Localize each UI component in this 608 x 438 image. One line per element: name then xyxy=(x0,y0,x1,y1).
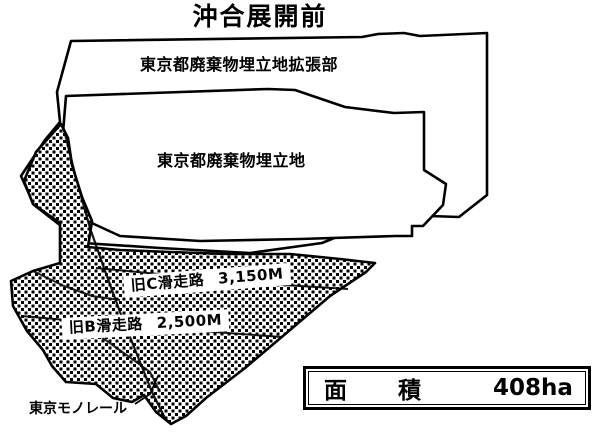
runway-c-name: 旧C滑走路 xyxy=(130,270,205,295)
spacer xyxy=(143,328,157,329)
monorail-leader-line xyxy=(134,375,159,405)
runway-c-length: 3,150M xyxy=(217,264,285,288)
label-expansion-area: 東京都廃棄物埋立地拡張部 xyxy=(140,55,339,74)
page-title: 沖合展開前 xyxy=(192,2,328,31)
area-box-content: 面 積 408ha xyxy=(306,369,588,407)
area-box: 面 積 408ha xyxy=(303,366,591,410)
runway-b-name: 旧B滑走路 xyxy=(68,314,144,337)
label-landfill-area: 東京都廃棄物埋立地 xyxy=(157,151,306,170)
runway-a-centerline xyxy=(62,129,167,421)
label-monorail: 東京モノレール xyxy=(29,401,127,417)
spacer xyxy=(205,284,219,285)
area-label: 面 積 xyxy=(324,378,435,404)
runway-b-length: 2,500M xyxy=(156,310,223,333)
airport-internal-edge-2 xyxy=(32,270,121,301)
area-box-inner-border xyxy=(308,371,586,405)
area-value: 408ha xyxy=(493,375,573,401)
